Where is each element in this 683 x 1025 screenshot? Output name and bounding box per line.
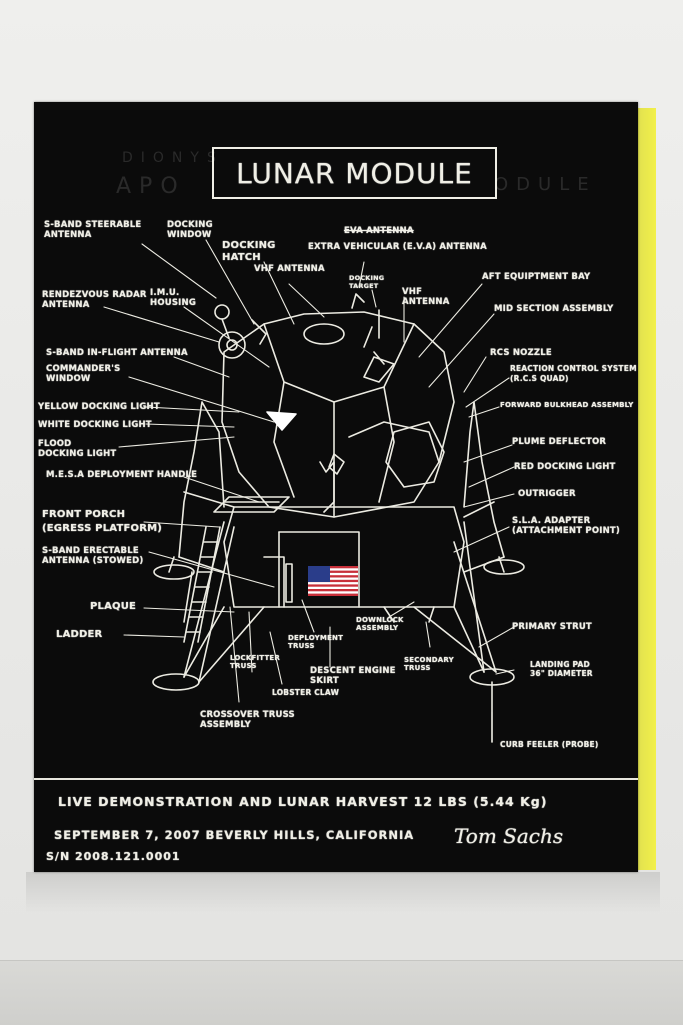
- ascent-stage: [214, 293, 455, 518]
- label-plume-deflector: PLUME DEFLECTOR: [512, 437, 607, 447]
- painting-canvas: DIONYS APO ODULE LUNAR MODULE: [34, 102, 638, 872]
- label-s-band-steerable: S-BAND STEERABLE ANTENNA: [44, 220, 142, 240]
- footer-line-1: LIVE DEMONSTRATION AND LUNAR HARVEST 12 …: [58, 794, 548, 809]
- details: [285, 461, 435, 623]
- label-ladder: LADDER: [56, 629, 103, 640]
- label-imu-housing: I.M.U. HOUSING: [150, 288, 197, 308]
- label-crossover-truss: CROSSOVER TRUSS ASSEMBLY: [200, 710, 295, 730]
- footer-line-3: S/N 2008.121.0001: [46, 850, 181, 863]
- label-sla-adapter: S.L.A. ADAPTER (ATTACHMENT POINT): [512, 516, 621, 536]
- label-vhf-antenna-left: VHF ANTENNA: [254, 264, 325, 274]
- gallery-floor: [0, 960, 683, 1025]
- label-secondary-truss: SECONDARY TRUSS: [404, 656, 454, 672]
- label-rendezvous-radar: RENDEZVOUS RADAR ANTENNA: [42, 290, 147, 310]
- ladder-and-porch: [183, 496, 290, 643]
- label-commanders-window: COMMANDER'S WINDOW: [46, 364, 121, 384]
- label-docking-hatch: DOCKING HATCH: [222, 240, 276, 263]
- label-outrigger: OUTRIGGER: [518, 489, 576, 499]
- label-curb-feeler: CURB FEELER (PROBE): [500, 740, 599, 749]
- label-s-band-inflight: S-BAND IN-FLIGHT ANTENNA: [46, 348, 188, 358]
- label-rcs-nozzle: RCS NOZZLE: [490, 348, 552, 358]
- label-lobster-claw: LOBSTER CLAW: [272, 688, 340, 697]
- landing-legs: [152, 521, 525, 743]
- label-mesa-deployment: M.E.S.A DEPLOYMENT HANDLE: [46, 470, 198, 480]
- label-primary-strut: PRIMARY STRUT: [512, 622, 592, 632]
- descent-stage: [178, 401, 505, 608]
- label-deployment-truss: DEPLOYMENT TRUSS: [288, 634, 344, 650]
- label-forward-bulkhead: FORWARD BULKHEAD ASSEMBLY: [500, 401, 634, 409]
- label-reaction-control: REACTION CONTROL SYSTEM (R.C.S QUAD): [510, 364, 637, 383]
- label-aft-equipment: AFT EQUIPTMENT BAY: [482, 272, 591, 282]
- label-yellow-docking: YELLOW DOCKING LIGHT: [38, 402, 160, 412]
- label-downlock: DOWNLOCK ASSEMBLY: [356, 616, 404, 632]
- ghost-text-left: DIONYS: [122, 150, 224, 166]
- painting-side-edge: [636, 108, 656, 870]
- title-box: LUNAR MODULE: [212, 147, 497, 199]
- leader-lines: [103, 239, 515, 743]
- us-flag: [308, 566, 358, 596]
- label-s-band-erectable: S-BAND ERECTABLE ANTENNA (STOWED): [42, 546, 144, 566]
- label-landing-pad: LANDING PAD 36" DIAMETER: [530, 660, 593, 678]
- page-title: LUNAR MODULE: [236, 156, 473, 190]
- label-descent-engine: DESCENT ENGINE SKIRT: [310, 666, 396, 686]
- label-white-docking: WHITE DOCKING LIGHT: [38, 420, 152, 430]
- label-red-docking: RED DOCKING LIGHT: [514, 462, 616, 472]
- ghost-text-apo: APO: [116, 174, 186, 199]
- label-flood-docking: FLOOD DOCKING LIGHT: [38, 439, 117, 459]
- label-plaque: PLAQUE: [90, 601, 137, 612]
- label-docking-window: DOCKING WINDOW: [167, 220, 213, 240]
- label-front-porch: FRONT PORCH (EGRESS PLATFORM): [42, 509, 163, 534]
- artist-signature: Tom Sachs: [454, 824, 564, 848]
- label-vhf-antenna-right: VHF ANTENNA: [402, 287, 450, 307]
- ghost-text-right: ODULE: [494, 174, 597, 195]
- lunar-module-drawing: [103, 239, 525, 743]
- label-docking-target: DOCKING TARGET: [349, 274, 385, 290]
- baseline-rule: [34, 778, 638, 780]
- label-extra-vehicular: EXTRA VEHICULAR (E.V.A) ANTENNA: [308, 242, 487, 252]
- footer-line-2: SEPTEMBER 7, 2007 BEVERLY HILLS, CALIFOR…: [54, 828, 415, 842]
- painting-shadow: [26, 872, 660, 914]
- label-eva-antenna: EVA ANTENNA: [344, 226, 414, 236]
- label-mid-section: MID SECTION ASSEMBLY: [494, 304, 614, 314]
- label-lockfitter-truss: LOCKFITTER TRUSS: [230, 654, 280, 670]
